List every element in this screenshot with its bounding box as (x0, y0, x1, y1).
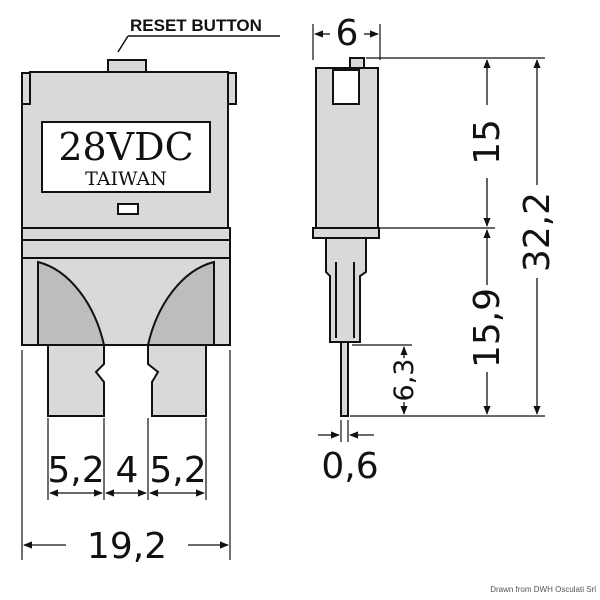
pin-thickness-label: 0,6 (321, 446, 378, 487)
side-lower-body (325, 237, 367, 343)
right-clip (227, 72, 237, 105)
body-height-label: 15 (467, 119, 508, 165)
origin-label: TAIWAN (85, 168, 167, 190)
rating-label: 28VDC (58, 125, 193, 169)
total-width-label: 19,2 (87, 526, 167, 567)
reset-button-label: RESET BUTTON (130, 16, 262, 35)
side-band (312, 227, 380, 239)
side-window (332, 69, 360, 105)
side-pin (340, 341, 349, 417)
left-pin (47, 344, 105, 417)
fuse-body-band (21, 227, 231, 259)
pin-gap-label: 4 (116, 450, 139, 491)
total-height-label: 32,2 (517, 192, 558, 272)
indicator-window (117, 203, 139, 215)
rating-label-panel (41, 121, 211, 193)
front-view (21, 59, 237, 417)
pin-width-right-label: 5,2 (149, 450, 206, 491)
left-clip (21, 72, 31, 105)
credit-text: Drawn from DWH Osculati Srl (490, 585, 596, 594)
right-pin (147, 344, 207, 417)
side-width-label: 6 (336, 13, 359, 54)
tip-height-label: 6,3 (389, 359, 420, 402)
pin-width-left-label: 5,2 (47, 450, 104, 491)
pin-height-label: 15,9 (467, 288, 508, 368)
side-view (312, 57, 380, 417)
reset-button (107, 59, 147, 73)
reset-button-callout: RESET BUTTON (117, 16, 280, 53)
